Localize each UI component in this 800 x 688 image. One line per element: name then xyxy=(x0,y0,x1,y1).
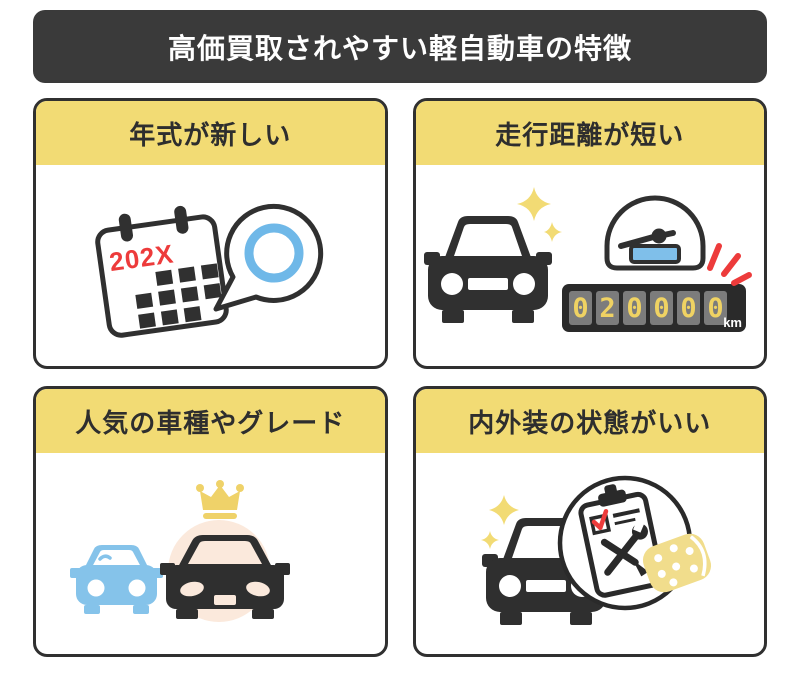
panel-good-condition-title: 内外装の状態がいい xyxy=(468,407,712,438)
panel-good-condition-body xyxy=(416,453,765,654)
svg-text:0: 0 xyxy=(708,293,724,324)
panel-new-model-year-body: 202X xyxy=(36,165,385,366)
panel-new-model-year-band: 年式が新しい xyxy=(36,101,385,165)
sparkle-icon xyxy=(480,494,519,549)
car-odometer-icon: 0 2 0 0 0 0 km xyxy=(424,186,753,332)
approval-bubble-icon xyxy=(213,203,324,311)
blue-car-icon xyxy=(69,544,163,614)
page-title: 高価買取されやすい軽自動車の特徴 xyxy=(167,32,632,64)
svg-text:0: 0 xyxy=(654,293,670,324)
panel-new-model-year: 年式が新しい 202X xyxy=(33,98,388,369)
odometer-digits: 0 2 0 0 0 0 xyxy=(573,293,724,324)
emphasis-rays-icon xyxy=(707,242,753,286)
panel-popular-model-grade-band: 人気の車種やグレード xyxy=(36,389,385,453)
panel-short-mileage-body: 0 2 0 0 0 0 km xyxy=(416,165,765,366)
svg-text:0: 0 xyxy=(681,293,697,324)
calendar-date-grid xyxy=(135,262,222,329)
speedometer-icon xyxy=(604,195,706,270)
clipboard-icon xyxy=(578,483,664,598)
panel-popular-model-grade-body xyxy=(36,453,385,654)
red-checkmark-icon xyxy=(591,508,608,530)
sparkle-icon xyxy=(517,186,563,242)
sponge-icon xyxy=(642,533,711,592)
black-car-icon xyxy=(159,534,290,619)
main-title-bar: 高価買取されやすい軽自動車の特徴 xyxy=(33,10,767,83)
panel-short-mileage: 走行距離が短い xyxy=(412,98,767,369)
panel-popular-model-grade-title: 人気の車種やグレード xyxy=(75,407,346,438)
black-car-icon xyxy=(424,215,553,323)
panel-short-mileage-title: 走行距離が短い xyxy=(495,119,685,150)
calendar-approval-icon: 202X xyxy=(95,203,324,338)
svg-text:0: 0 xyxy=(573,293,589,324)
odometer-digit-cells xyxy=(569,290,728,325)
odometer-unit-label: km xyxy=(723,315,742,330)
odometer-icon: 0 2 0 0 0 0 km xyxy=(562,283,747,332)
wrench-screwdriver-icon xyxy=(600,516,655,577)
approval-circle-mark xyxy=(244,223,304,282)
calendar-icon: 202X xyxy=(95,205,229,338)
panel-short-mileage-band: 走行距離が短い xyxy=(415,101,764,165)
panel-good-condition: 内外装の状態がいい xyxy=(412,386,767,657)
svg-text:0: 0 xyxy=(627,293,643,324)
car-inspection-icon xyxy=(480,475,711,625)
panel-popular-model-grade: 人気の車種やグレード xyxy=(33,386,388,657)
feature-grid: 年式が新しい 202X xyxy=(33,98,767,657)
svg-text:2: 2 xyxy=(600,293,616,324)
crown-icon xyxy=(195,479,244,519)
panel-new-model-year-title: 年式が新しい xyxy=(129,119,292,150)
panel-good-condition-band: 内外装の状態がいい xyxy=(415,389,764,453)
popular-car-crown-icon xyxy=(69,479,290,622)
